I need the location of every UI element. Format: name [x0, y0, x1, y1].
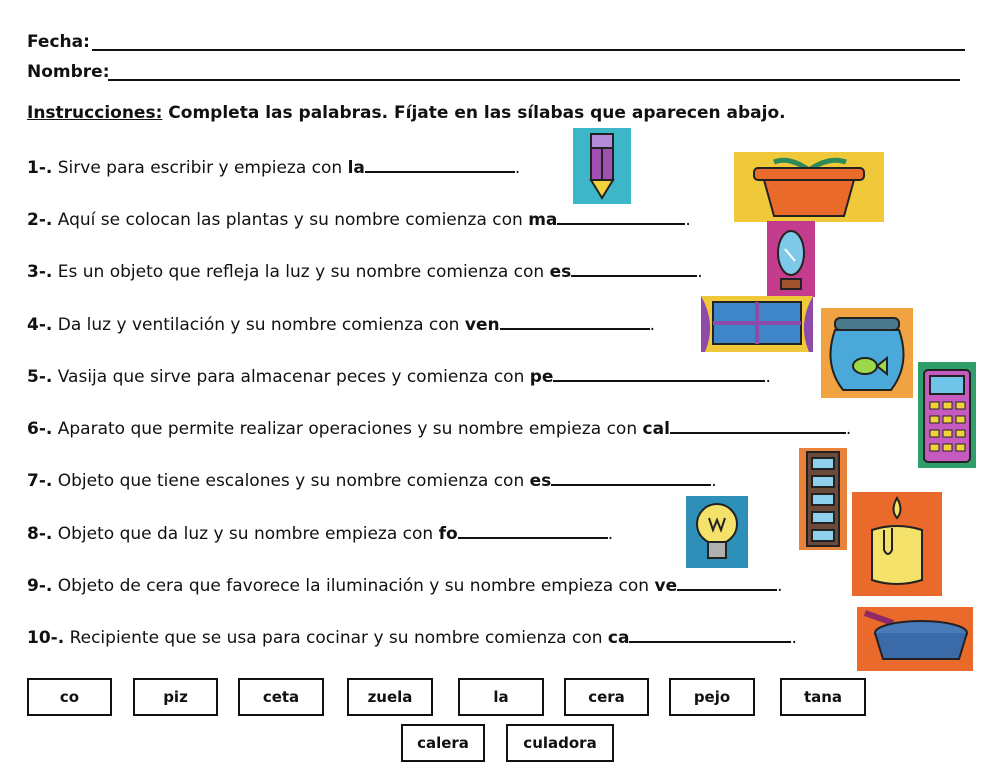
- candle-picture: [852, 492, 942, 596]
- question-number: 1-.: [27, 158, 53, 178]
- syllable-pejo[interactable]: pejo: [669, 678, 755, 716]
- word-prefix: cal: [642, 419, 670, 439]
- answer-blank[interactable]: [551, 470, 712, 486]
- answer-blank[interactable]: [677, 575, 778, 591]
- instructions: Instrucciones: Completa las palabras. Fí…: [27, 103, 786, 123]
- question-5: 5-. Vasija que sirve para almacenar pece…: [27, 366, 771, 387]
- question-number: 3-.: [27, 262, 53, 282]
- question-1: 1-. Sirve para escribir y empieza con la…: [27, 157, 520, 178]
- mirror-picture: [767, 221, 815, 297]
- syllable-ceta[interactable]: ceta: [238, 678, 324, 716]
- instructions-text: Completa las palabras. Fíjate en las síl…: [168, 103, 786, 123]
- question-4: 4-. Da luz y ventilación y su nombre com…: [27, 314, 655, 335]
- word-prefix: la: [347, 158, 365, 178]
- word-prefix: ma: [528, 210, 558, 230]
- calculator-picture: [918, 362, 976, 468]
- fecha-field[interactable]: [92, 49, 965, 51]
- answer-blank[interactable]: [571, 261, 698, 277]
- question-end: .: [791, 628, 797, 648]
- question-3: 3-. Es un objeto que refleja la luz y su…: [27, 261, 703, 282]
- question-end: .: [845, 419, 852, 439]
- fishbowl-picture: [821, 308, 913, 398]
- question-text: Da luz y ventilación y su nombre comienz…: [57, 315, 465, 335]
- question-text: Sirve para escribir y empieza con: [57, 158, 348, 178]
- question-end: .: [697, 262, 703, 282]
- word-prefix: ve: [654, 576, 678, 596]
- question-number: 9-.: [27, 576, 53, 596]
- syllable-cera[interactable]: cera: [564, 678, 649, 716]
- question-number: 6-.: [27, 419, 53, 439]
- question-text: Vasija que sirve para almacenar peces y …: [57, 367, 530, 387]
- syllable-calera[interactable]: calera: [401, 724, 485, 762]
- syllable-piz[interactable]: piz: [133, 678, 218, 716]
- question-end: .: [765, 367, 771, 387]
- question-text: Recipiente que se usa para cocinar y su …: [69, 628, 608, 648]
- answer-blank[interactable]: [557, 209, 686, 225]
- answer-blank[interactable]: [499, 314, 650, 330]
- flowerpot-picture: [734, 152, 884, 222]
- question-text: Objeto que tiene escalones y su nombre c…: [57, 471, 530, 491]
- lightbulb-picture: [686, 496, 748, 568]
- answer-blank[interactable]: [553, 366, 766, 382]
- nombre-field[interactable]: [108, 79, 960, 81]
- answer-blank[interactable]: [457, 523, 608, 539]
- question-number: 7-.: [27, 471, 53, 491]
- word-prefix: es: [529, 471, 552, 491]
- word-prefix: ven: [464, 315, 500, 335]
- question-number: 2-.: [27, 210, 53, 230]
- question-number: 10-.: [27, 628, 65, 648]
- word-prefix: ca: [607, 628, 630, 648]
- nombre-label: Nombre:: [27, 62, 110, 82]
- question-end: .: [514, 158, 521, 178]
- answer-blank[interactable]: [629, 627, 792, 643]
- question-end: .: [649, 315, 655, 335]
- question-number: 5-.: [27, 367, 53, 387]
- question-text: Es un objeto que refleja la luz y su nom…: [57, 262, 550, 282]
- answer-blank[interactable]: [364, 157, 515, 173]
- answer-blank[interactable]: [669, 418, 846, 434]
- question-end: .: [607, 524, 614, 544]
- question-text: Objeto que da luz y su nombre empieza co…: [57, 524, 439, 544]
- question-7: 7-. Objeto que tiene escalones y su nomb…: [27, 470, 717, 491]
- ladder-picture: [799, 448, 847, 550]
- syllable-co[interactable]: co: [27, 678, 112, 716]
- question-2: 2-. Aquí se colocan las plantas y su nom…: [27, 209, 691, 230]
- pan-picture: [857, 607, 973, 671]
- question-10: 10-. Recipiente que se usa para cocinar …: [27, 627, 797, 648]
- question-number: 8-.: [27, 524, 53, 544]
- window-picture: [701, 296, 813, 352]
- question-end: .: [777, 576, 783, 596]
- syllable-zuela[interactable]: zuela: [347, 678, 433, 716]
- question-9: 9-. Objeto de cera que favorece la ilumi…: [27, 575, 783, 596]
- question-end: .: [685, 210, 691, 230]
- pencil-picture: [573, 128, 631, 204]
- question-text: Aquí se colocan las plantas y su nombre …: [57, 210, 529, 230]
- question-8: 8-. Objeto que da luz y su nombre empiez…: [27, 523, 613, 544]
- word-prefix: pe: [529, 367, 554, 387]
- question-6: 6-. Aparato que permite realizar operaci…: [27, 418, 851, 439]
- instructions-label: Instrucciones:: [27, 103, 163, 123]
- question-text: Objeto de cera que favorece la iluminaci…: [57, 576, 655, 596]
- syllable-tana[interactable]: tana: [780, 678, 866, 716]
- fecha-label: Fecha:: [27, 32, 90, 52]
- word-prefix: es: [549, 262, 572, 282]
- question-text: Aparato que permite realizar operaciones…: [57, 419, 643, 439]
- syllable-la[interactable]: la: [458, 678, 544, 716]
- word-prefix: fo: [438, 524, 458, 544]
- question-number: 4-.: [27, 315, 53, 335]
- question-end: .: [711, 471, 717, 491]
- syllable-culadora[interactable]: culadora: [506, 724, 614, 762]
